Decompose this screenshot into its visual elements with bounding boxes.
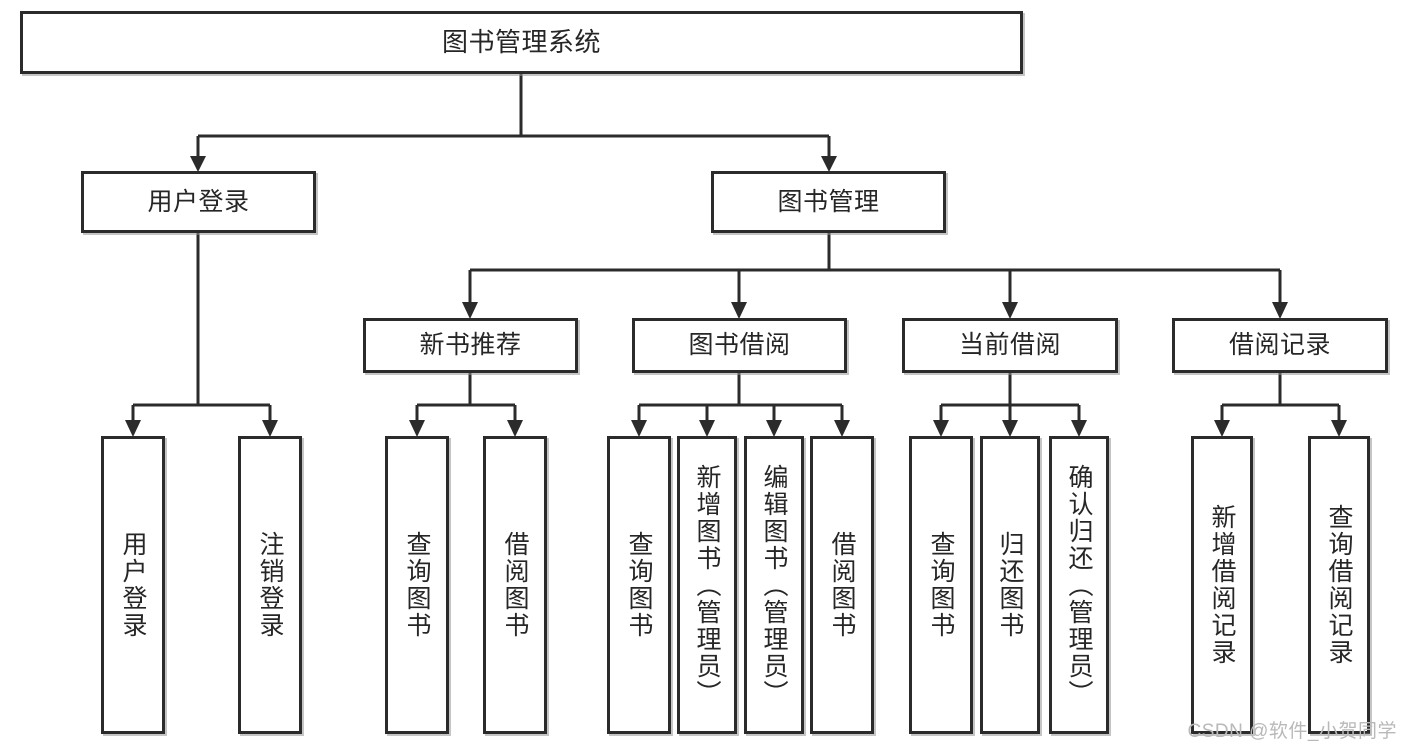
node-label: 借阅记录 [1228, 331, 1331, 360]
node-label: 借阅图书 [501, 531, 529, 639]
arrow-current-borrow-leaf2 [1002, 420, 1018, 437]
node-leaf-user-login[interactable]: 用户登录 [101, 436, 165, 734]
arrow-book-borrow-leaf3 [766, 420, 782, 437]
arrow-current-borrow [1002, 302, 1018, 319]
node-borrow-record[interactable]: 借阅记录 [1172, 318, 1388, 373]
node-leaf-add-borrow-record[interactable]: 新增借阅记录 [1191, 436, 1253, 734]
arrow-book-borrow-leaf2 [699, 420, 715, 437]
arrow-borrow-record-leaf1 [1214, 420, 1230, 437]
node-label: 图书借阅 [688, 331, 791, 360]
node-label: 用户登录 [147, 187, 250, 216]
node-label: 编辑图书（管理员） [760, 463, 788, 707]
node-label: 查询图书 [927, 531, 955, 639]
arrow-book-manage [821, 156, 837, 172]
arrow-book-borrow-leaf4 [834, 420, 850, 437]
watermark: CSDN @软件_小贺同学 [1187, 721, 1397, 742]
arrow-new-book-leaf1 [409, 420, 425, 437]
node-leaf-confirm-return-admin[interactable]: 确认归还（管理员） [1049, 436, 1109, 734]
node-leaf-query-book-borrow[interactable]: 查询图书 [607, 436, 671, 734]
node-label: 当前借阅 [958, 331, 1061, 360]
arrow-book-borrow-leaf1 [631, 420, 647, 437]
node-label: 查询图书 [625, 531, 653, 639]
node-leaf-add-book-admin[interactable]: 新增图书（管理员） [677, 436, 737, 734]
node-leaf-query-book-newbook[interactable]: 查询图书 [385, 436, 449, 734]
node-current-borrow[interactable]: 当前借阅 [902, 318, 1118, 373]
node-leaf-query-borrow-record[interactable]: 查询借阅记录 [1308, 436, 1370, 734]
node-label: 用户登录 [119, 531, 147, 639]
node-label: 图书管理系统 [441, 26, 601, 57]
node-label: 新书推荐 [419, 331, 522, 360]
arrow-borrow-record-leaf2 [1331, 420, 1347, 437]
node-label: 新增图书（管理员） [693, 463, 721, 707]
node-label: 借阅图书 [828, 531, 856, 639]
arrow-book-borrow [731, 302, 747, 319]
arrow-current-borrow-leaf1 [933, 420, 949, 437]
node-leaf-borrow-book[interactable]: 借阅图书 [810, 436, 874, 734]
node-label: 查询借阅记录 [1325, 504, 1353, 666]
node-leaf-logout[interactable]: 注销登录 [238, 436, 302, 734]
node-leaf-return-book[interactable]: 归还图书 [980, 436, 1040, 734]
node-book-management[interactable]: 图书管理 [711, 171, 946, 233]
node-leaf-edit-book-admin[interactable]: 编辑图书（管理员） [744, 436, 804, 734]
arrow-user-login [190, 156, 206, 172]
arrow-current-borrow-leaf3 [1071, 420, 1087, 437]
node-label: 图书管理 [777, 187, 880, 216]
node-label: 归还图书 [996, 531, 1024, 639]
node-root-system[interactable]: 图书管理系统 [20, 11, 1023, 74]
arrow-new-book [462, 302, 478, 319]
node-leaf-borrow-book-newbook[interactable]: 借阅图书 [483, 436, 547, 734]
node-leaf-query-book-current[interactable]: 查询图书 [909, 436, 973, 734]
node-user-login[interactable]: 用户登录 [81, 171, 316, 233]
arrow-new-book-leaf2 [507, 420, 523, 437]
node-new-book-recommend[interactable]: 新书推荐 [363, 318, 578, 373]
arrow-user-login-leaf2 [262, 420, 278, 437]
arrow-borrow-record [1272, 302, 1288, 319]
node-label: 新增借阅记录 [1208, 504, 1236, 666]
node-book-borrow[interactable]: 图书借阅 [632, 318, 847, 373]
arrow-user-login-leaf1 [125, 420, 141, 437]
node-label: 注销登录 [256, 531, 284, 639]
node-label: 确认归还（管理员） [1065, 463, 1093, 707]
node-label: 查询图书 [403, 531, 431, 639]
